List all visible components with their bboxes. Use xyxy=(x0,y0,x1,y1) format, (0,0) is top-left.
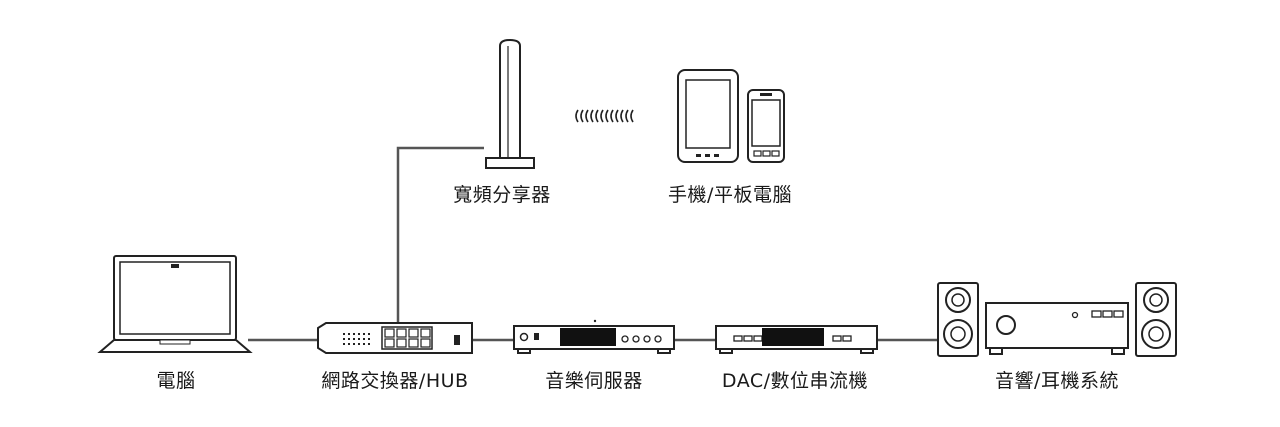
amplifier-icon xyxy=(985,302,1129,355)
wifi-router-icon xyxy=(485,38,535,169)
computer-label: 電腦 xyxy=(156,370,196,392)
dac-label: DAC/數位串流機 xyxy=(721,370,869,392)
server-label: 音樂伺服器 xyxy=(545,370,643,392)
line-switch-router xyxy=(396,146,484,325)
mobile-label: 手機/平板電腦 xyxy=(668,184,792,206)
switch-label: 網路交換器/HUB xyxy=(321,370,469,392)
dac-streamer-icon xyxy=(715,325,878,354)
speaker-icon xyxy=(937,282,979,357)
wifi-signal-icon xyxy=(575,109,634,123)
audio-label: 音響/耳機系統 xyxy=(995,370,1119,392)
network-switch-icon xyxy=(317,322,473,354)
phone-icon xyxy=(747,89,785,163)
speaker-icon xyxy=(1135,282,1177,357)
tablet-icon xyxy=(677,69,739,163)
router-label: 寬頻分享器 xyxy=(453,184,551,206)
connection-lines xyxy=(248,146,938,342)
music-server-icon xyxy=(513,319,675,354)
laptop-icon xyxy=(97,255,253,353)
